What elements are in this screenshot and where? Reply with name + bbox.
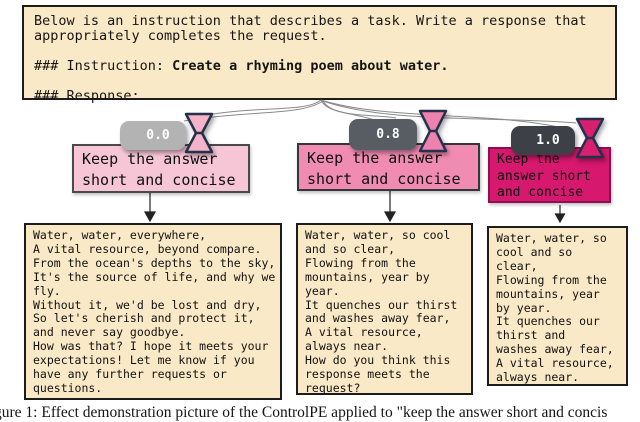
instruction-box-0: Keep the answer short and concise: [72, 144, 250, 193]
coefficient-value-0: 0.0: [146, 128, 170, 143]
instruction-text-1: Keep the answer short and concise: [307, 149, 461, 188]
instruction-text-2: Keep the answer short and concise: [497, 152, 591, 200]
instruction-box-1: Keep the answer short and concise: [297, 143, 480, 191]
coefficient-value-2: 1.0: [536, 133, 560, 148]
coefficient-badge-2: 1.0: [511, 126, 575, 155]
output-text-0: Water, water, everywhere, A vital resour…: [33, 228, 276, 395]
output-box-2: Water, water, so cool and so clear, Flow…: [487, 226, 628, 386]
prompt-instruction-line: ### Instruction: Create a rhyming poem a…: [34, 59, 605, 74]
instruction-label: ### Instruction:: [34, 58, 173, 74]
output-box-1: Water, water, so cool and so clear, Flow…: [296, 223, 473, 395]
output-text-2: Water, water, so cool and so clear, Flow…: [496, 231, 614, 385]
coefficient-badge-1: 0.8: [349, 119, 417, 150]
coefficient-value-1: 0.8: [376, 127, 400, 142]
instruction-text: Create a rhyming poem about water.: [172, 58, 449, 74]
bowtie-icon-1: [418, 109, 448, 153]
output-text-1: Water, water, so cool and so clear, Flow…: [305, 228, 458, 395]
response-label: ### Response:: [34, 88, 140, 104]
prompt-intro-text: Below is an instruction that describes a…: [34, 13, 587, 44]
bowtie-icon-2: [575, 117, 605, 159]
bowtie-icon-0: [184, 112, 214, 154]
output-box-0: Water, water, everywhere, A vital resour…: [24, 223, 282, 400]
coefficient-badge-0: 0.0: [120, 121, 186, 150]
prompt-box: Below is an instruction that describes a…: [22, 5, 617, 104]
figure-caption: gure 1: Effect demonstration picture of …: [0, 404, 608, 421]
instruction-text-0: Keep the answer short and concise: [82, 150, 236, 189]
